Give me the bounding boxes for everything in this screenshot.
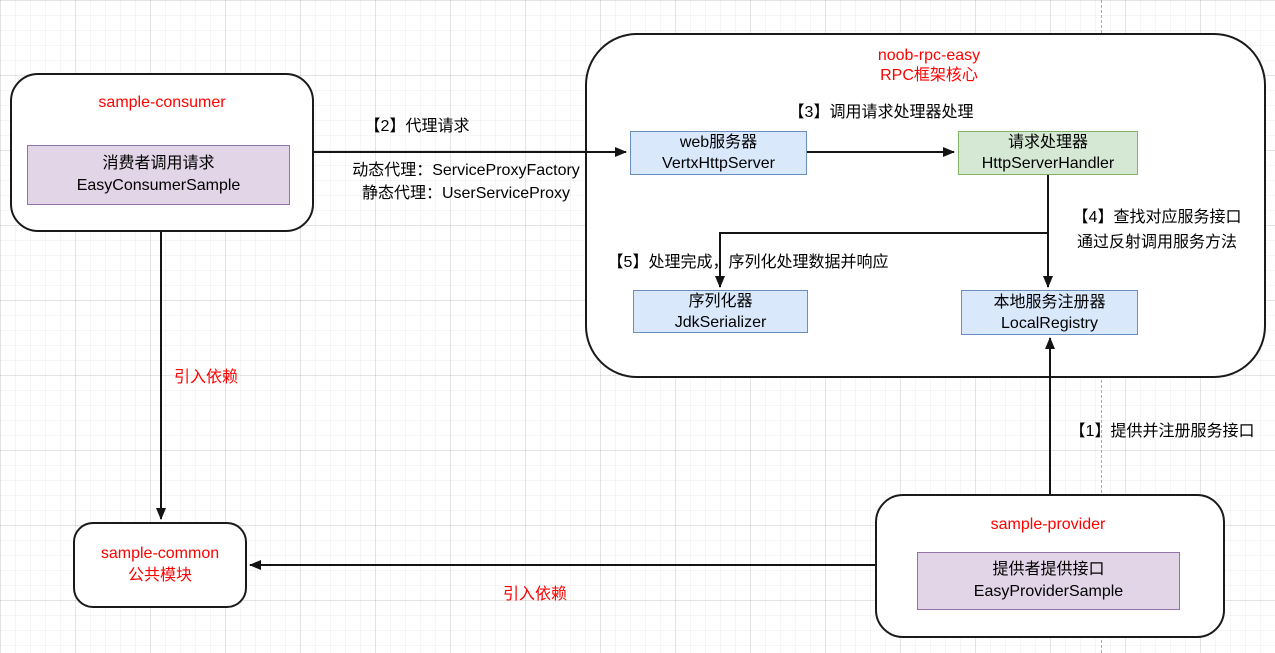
edge-label-step5: 【5】处理完成，序列化处理数据并响应: [607, 254, 889, 271]
node-text: JdkSerializer: [674, 313, 767, 331]
rpc-core-module-title: noob-rpc-easy RPC框架核心: [878, 46, 980, 86]
node-text: HttpServerHandler: [981, 155, 1115, 172]
node-easy-provider-sample: 提供者提供接口 EasyProviderSample: [917, 552, 1180, 610]
common-label-line2: 公共模块: [127, 567, 192, 584]
edge-label-step3: 【3】调用请求处理器处理: [788, 104, 974, 121]
node-local-registry: 本地服务注册器 LocalRegistry: [961, 290, 1138, 335]
node-text: 提供者提供接口: [992, 561, 1105, 578]
edge-label-step2-proxies: 动态代理：ServiceProxyFactory 静态代理：UserServic…: [352, 159, 580, 205]
rpc-core-title-line1: noob-rpc-easy: [877, 47, 981, 64]
node-vertx-http-server: web服务器 VertxHttpServer: [630, 131, 807, 175]
node-text: LocalRegistry: [1001, 314, 1098, 332]
node-text: 本地服务注册器: [993, 293, 1106, 311]
node-jdk-serializer: 序列化器 JdkSerializer: [633, 290, 808, 333]
node-easy-consumer-sample: 消费者调用请求 EasyConsumerSample: [27, 145, 290, 205]
rpc-core-title-line2: RPC框架核心: [880, 67, 978, 84]
node-text: EasyConsumerSample: [76, 177, 241, 194]
edge-label-step4-line2: 通过反射调用服务方法: [1076, 234, 1237, 251]
edge-label-dependency-bottom: 引入依赖: [502, 586, 568, 603]
edge-label-step4: 【4】查找对应服务接口 通过反射调用服务方法: [1073, 205, 1242, 255]
edge-label-dynamic-proxy: 动态代理：ServiceProxyFactory: [352, 162, 580, 179]
edge-label-step2: 【2】代理请求: [364, 118, 470, 135]
edge-label-static-proxy: 静态代理：UserServiceProxy: [361, 185, 571, 202]
node-text: EasyProviderSample: [973, 583, 1124, 600]
edge-label-step4-line1: 【4】查找对应服务接口: [1072, 209, 1242, 226]
node-text: VertxHttpServer: [662, 155, 775, 172]
node-text: web服务器: [679, 134, 758, 151]
common-label-line1: sample-common: [100, 545, 220, 562]
provider-module-title: sample-provider: [990, 516, 1106, 533]
edge-label-step1: 【1】提供并注册服务接口: [1069, 423, 1255, 440]
module-sample-common: [73, 522, 247, 608]
node-text: 消费者调用请求: [102, 155, 215, 172]
node-text: 序列化器: [688, 292, 753, 310]
common-module-label: sample-common 公共模块: [73, 522, 247, 608]
edge-label-dependency-left: 引入依赖: [173, 369, 239, 386]
edge-handler-to-serializer: [715, 232, 1048, 288]
node-http-server-handler: 请求处理器 HttpServerHandler: [958, 131, 1138, 175]
node-text: 请求处理器: [1007, 134, 1088, 151]
consumer-module-title: sample-consumer: [98, 94, 226, 111]
